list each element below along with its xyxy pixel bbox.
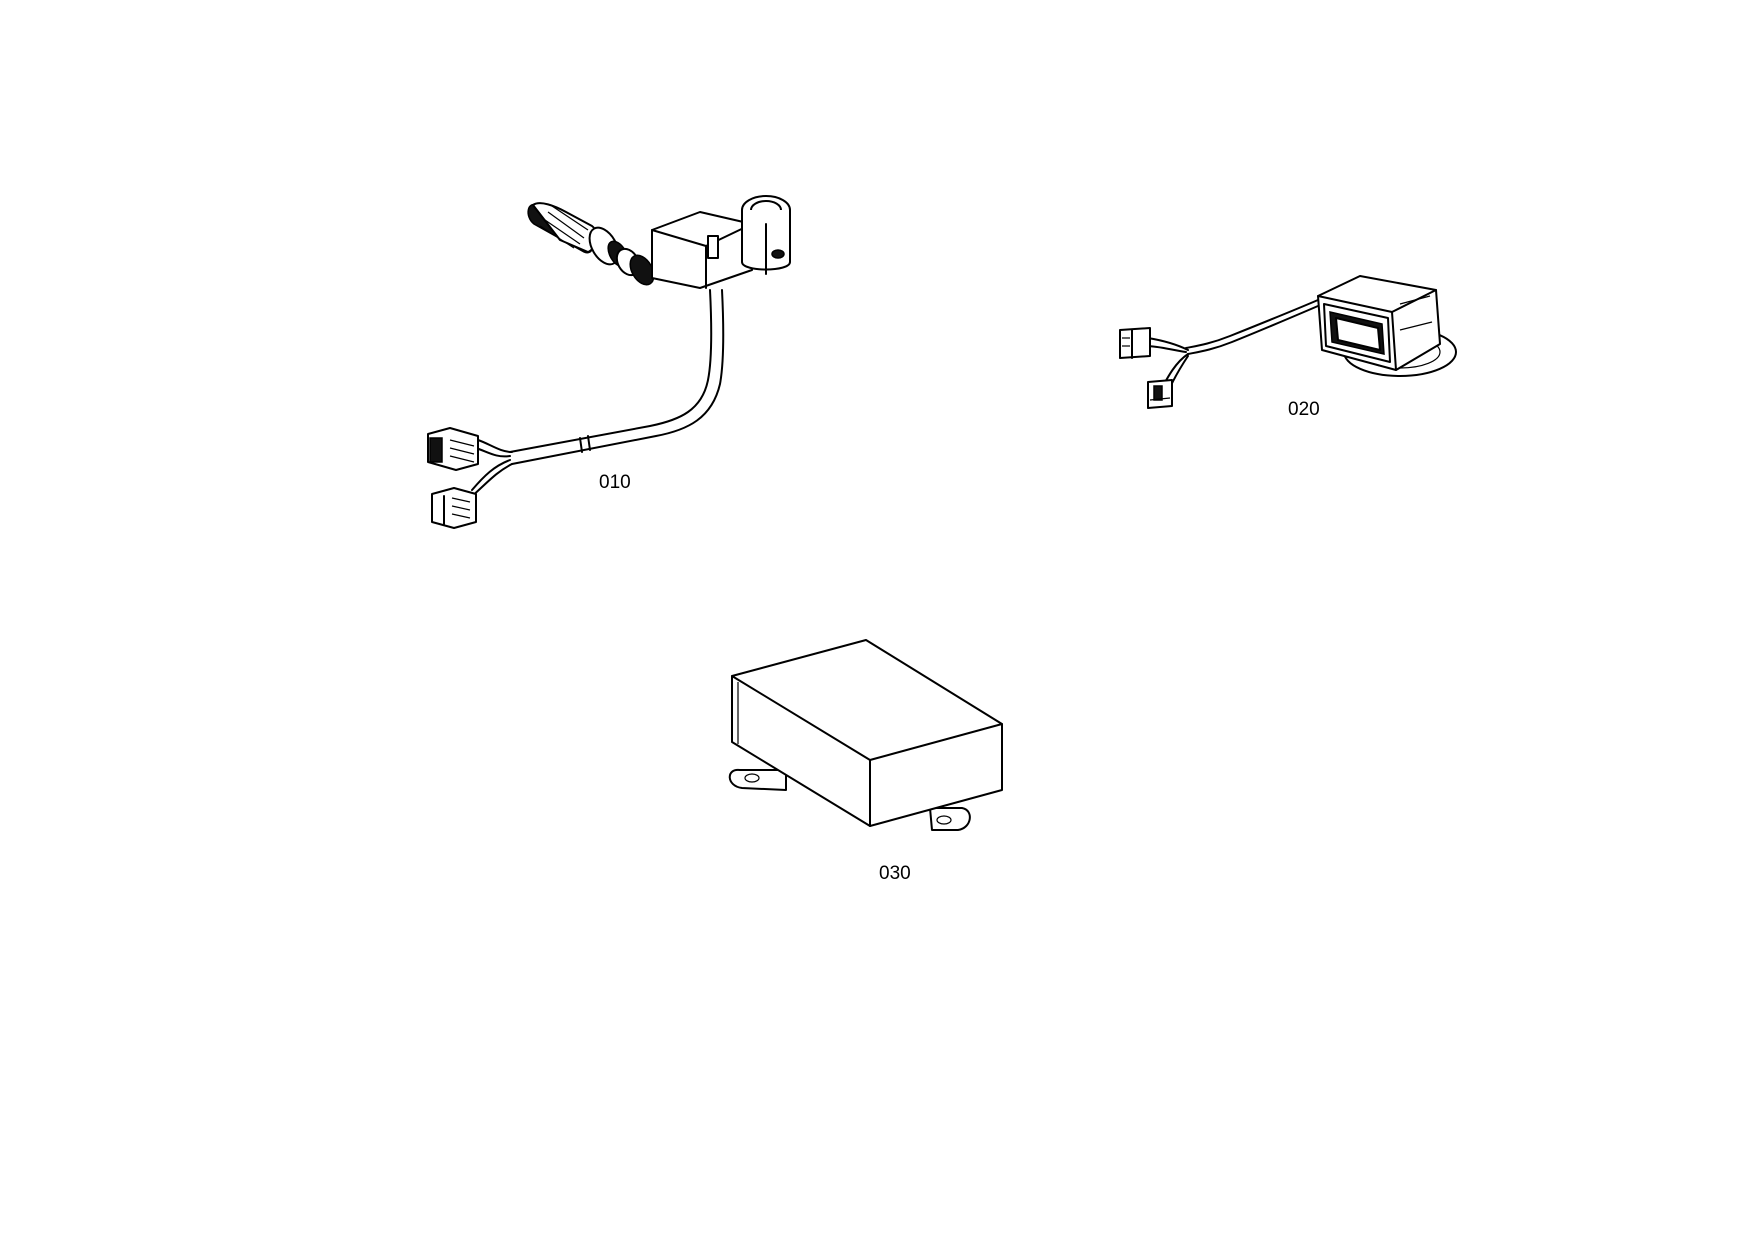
lever-grip: [527, 202, 655, 286]
box-mount-tab-right: [929, 807, 971, 831]
monitor-connector-bottom: [1147, 379, 1173, 409]
part-label-020: 020: [1288, 399, 1320, 420]
part-label-030: 030: [879, 863, 911, 884]
display-monitor-icon: [1119, 275, 1457, 409]
monitor-connector-top: [1119, 327, 1151, 359]
lever-cable: [469, 289, 725, 499]
lever-bracket: [651, 195, 791, 289]
lever-connector-top: [427, 427, 479, 471]
box-mount-tab-left: [728, 768, 787, 791]
lever-connector-bottom: [431, 487, 477, 529]
joystick-control-lever-icon: [427, 195, 791, 529]
part-label-010: 010: [599, 472, 631, 493]
control-unit-box-icon: [728, 639, 1003, 831]
